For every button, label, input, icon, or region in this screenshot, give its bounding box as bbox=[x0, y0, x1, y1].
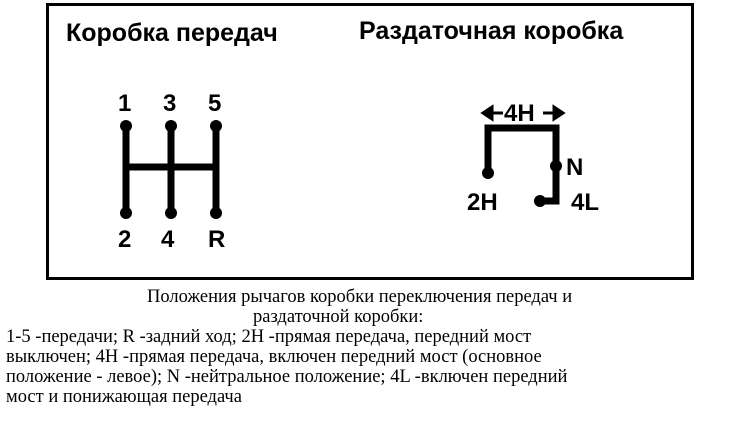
position-n-label: N bbox=[566, 154, 583, 181]
legend: 1-5 -передачи; R -задний ход; 2H -прямая… bbox=[6, 327, 746, 407]
shift-diagram: Коробка передач Раздаточная коробка 1 3 … bbox=[66, 17, 624, 253]
transfer-case-shift-pattern bbox=[484, 124, 560, 205]
legend-line: 1-5 -передачи; R -задний ход; 2H -прямая… bbox=[6, 327, 532, 347]
gear-r-dot bbox=[210, 207, 222, 219]
gearbox-title: Коробка передач bbox=[66, 19, 278, 47]
legend-line: выключен; 4H -прямая передача, включен п… bbox=[6, 347, 542, 367]
diagram-frame bbox=[46, 3, 694, 280]
caption-title-line-2: раздаточной коробки: bbox=[253, 307, 424, 327]
gear-3-dot bbox=[165, 120, 177, 132]
gear-5-label: 5 bbox=[208, 90, 221, 117]
transfer-case-path bbox=[484, 124, 560, 205]
gear-3-label: 3 bbox=[163, 90, 176, 117]
position-n-dot bbox=[550, 160, 562, 172]
gearbox-shift-pattern bbox=[122, 126, 220, 213]
gear-4-label: 4 bbox=[161, 226, 175, 253]
position-4h-label: 4H bbox=[504, 100, 535, 127]
position-4l-label: 4L bbox=[571, 189, 599, 216]
legend-line: мост и понижающая передача bbox=[6, 387, 242, 407]
gear-2-label: 2 bbox=[118, 226, 131, 253]
transfer-case-title: Раздаточная коробка bbox=[359, 17, 624, 45]
gear-1-label: 1 bbox=[118, 90, 131, 117]
gear-1-dot bbox=[120, 120, 132, 132]
arrow-left-icon bbox=[480, 104, 494, 122]
gear-r-label: R bbox=[208, 226, 225, 253]
caption-title-line-1: Положения рычагов коробки переключения п… bbox=[147, 287, 573, 307]
position-2h-label: 2H bbox=[467, 189, 498, 216]
gear-4-dot bbox=[165, 207, 177, 219]
position-4l-dot bbox=[534, 195, 546, 207]
gear-5-dot bbox=[210, 120, 222, 132]
transfer-case-position-dots bbox=[482, 160, 562, 207]
arrow-right-icon bbox=[552, 104, 566, 122]
legend-line: положение - левое); N -нейтральное полож… bbox=[6, 367, 568, 387]
4h-double-arrow bbox=[480, 104, 566, 122]
gear-2-dot bbox=[120, 207, 132, 219]
gearbox-position-dots bbox=[120, 120, 222, 219]
position-2h-dot bbox=[482, 167, 494, 179]
